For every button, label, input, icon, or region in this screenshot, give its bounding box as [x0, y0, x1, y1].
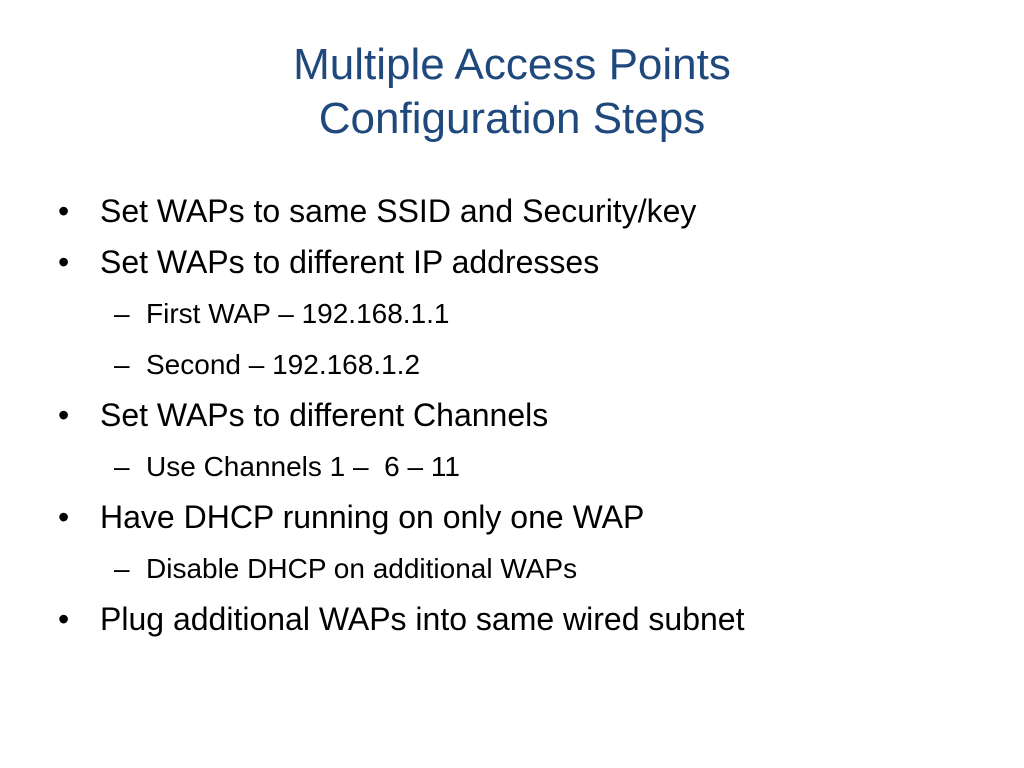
bullet-marker: • [58, 601, 70, 637]
sub-bullet-marker: – [114, 553, 130, 584]
bullet-text: Set WAPs to same SSID and Security/key [100, 193, 697, 229]
slide-title-line-1: Multiple Access Points [293, 40, 731, 89]
slide-title-line-2: Configuration Steps [318, 94, 706, 143]
sub-bullet-text: First WAP – 192.168.1.1 [146, 298, 450, 329]
bullet-marker: • [58, 244, 70, 280]
bullet-item: • Have DHCP running on only one WAP [58, 492, 978, 543]
sub-bullet-item: – Disable DHCP on additional WAPs [58, 543, 978, 594]
sub-bullet-text: Disable DHCP on additional WAPs [146, 553, 578, 584]
sub-bullet-text: Second – 192.168.1.2 [146, 349, 421, 380]
slide-title: Multiple Access Points Configuration Ste… [0, 38, 1024, 146]
sub-bullet-item: – Second – 192.168.1.2 [58, 339, 978, 390]
sub-bullet-marker: – [114, 298, 130, 329]
bullet-text: Set WAPs to different Channels [100, 397, 549, 433]
bullet-marker: • [58, 499, 70, 535]
sub-bullet-text: Use Channels 1 – 6 – 11 [146, 451, 460, 482]
bullet-item: • Plug additional WAPs into same wired s… [58, 594, 978, 645]
bullet-marker: • [58, 193, 70, 229]
bullet-text: Have DHCP running on only one WAP [100, 499, 645, 535]
sub-bullet-item: – First WAP – 192.168.1.1 [58, 288, 978, 339]
bullet-marker: • [58, 397, 70, 433]
bullet-item: • Set WAPs to different Channels [58, 390, 978, 441]
bullet-text: Plug additional WAPs into same wired sub… [100, 601, 745, 637]
bullet-item: • Set WAPs to different IP addresses [58, 237, 978, 288]
bullet-item: • Set WAPs to same SSID and Security/key [58, 186, 978, 237]
sub-bullet-item: – Use Channels 1 – 6 – 11 [58, 441, 978, 492]
sub-bullet-marker: – [114, 349, 130, 380]
bullet-text: Set WAPs to different IP addresses [100, 244, 600, 280]
sub-bullet-marker: – [114, 451, 130, 482]
slide-body: • Set WAPs to same SSID and Security/key… [58, 186, 978, 645]
